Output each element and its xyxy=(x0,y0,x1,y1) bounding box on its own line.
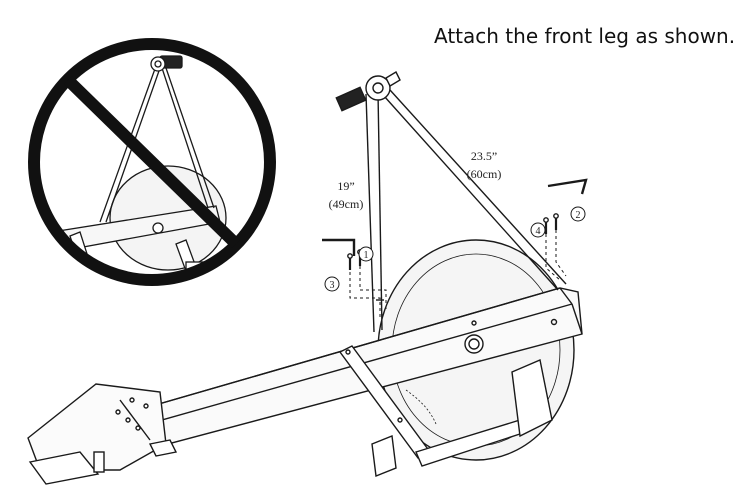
short-leg-length-in: 19” xyxy=(337,179,354,193)
instruction-text: Attach the front leg as shown. xyxy=(434,24,736,48)
long-leg-length-in: 23.5” xyxy=(471,149,497,163)
callout-1: 1 xyxy=(364,250,369,261)
allen-wrench-icon xyxy=(322,238,356,256)
prohibited-slash xyxy=(63,75,241,249)
incorrect-orientation-inset xyxy=(28,38,276,286)
bolt-icon xyxy=(543,213,559,234)
short-leg-length-cm: (49cm) xyxy=(329,197,364,211)
prohibited-icon xyxy=(28,38,276,286)
front-leg xyxy=(335,71,567,333)
long-leg-length-cm: (60cm) xyxy=(467,167,502,181)
leg-clamp xyxy=(335,86,367,112)
allen-wrench-icon xyxy=(547,178,588,195)
main-assembly xyxy=(27,71,588,485)
callout-3: 3 xyxy=(330,280,335,291)
callout-2: 2 xyxy=(576,210,581,221)
callout-4: 4 xyxy=(536,226,541,237)
